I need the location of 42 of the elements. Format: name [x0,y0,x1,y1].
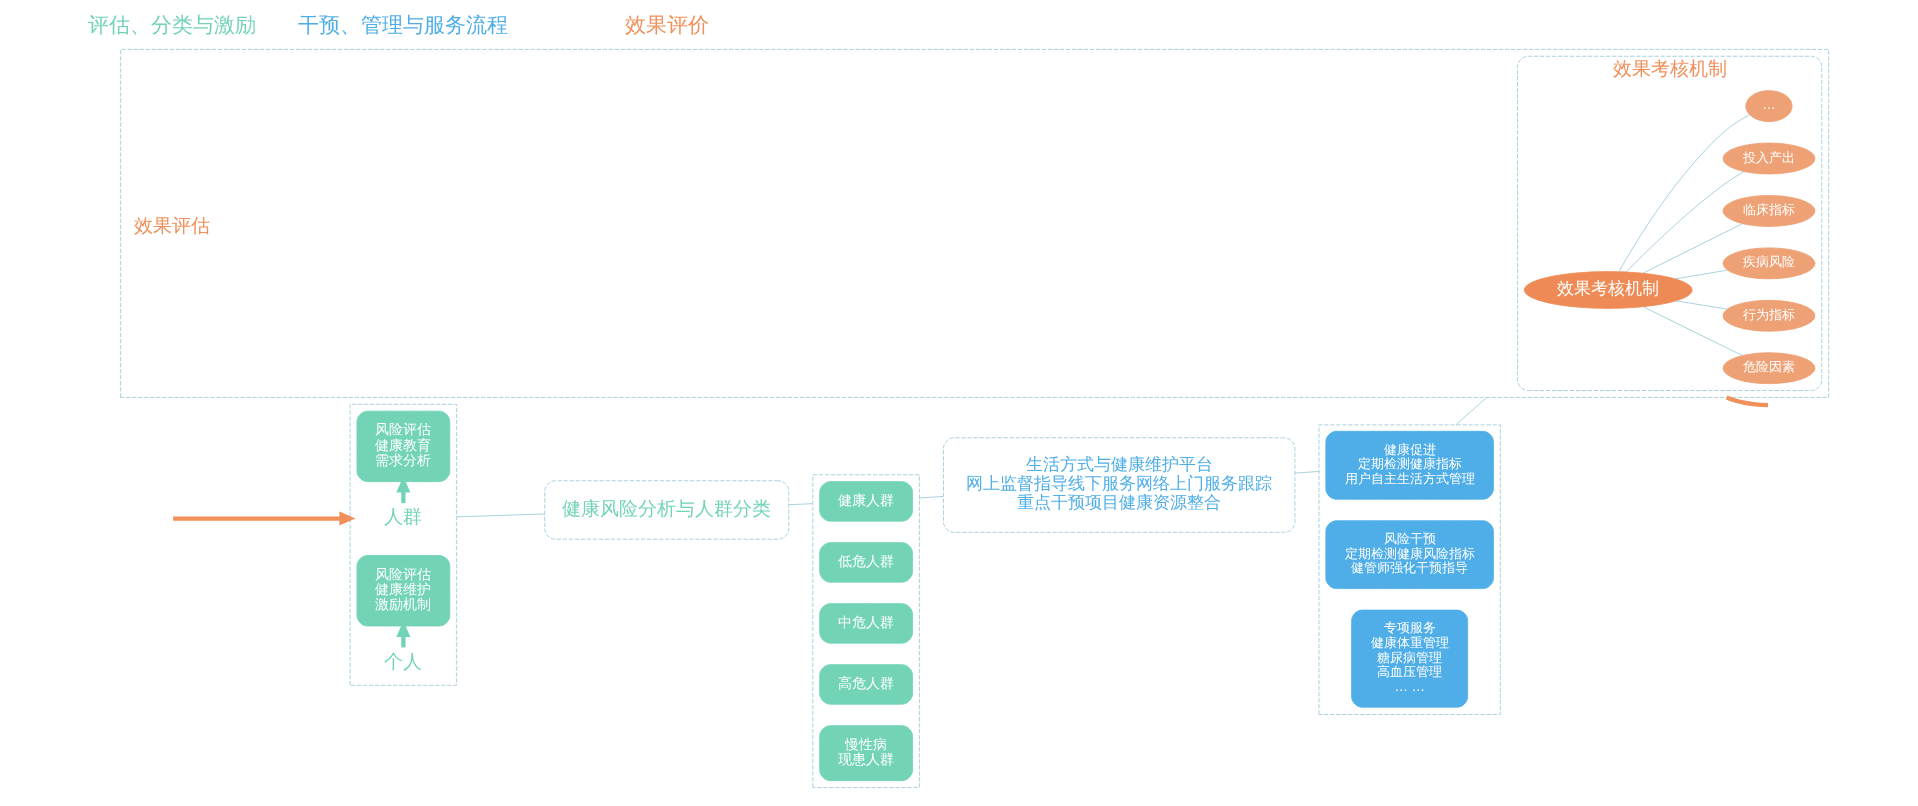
connector [1625,171,1745,273]
node-ellipse: 行为指标 [1722,299,1816,332]
node-text: 个人 [384,649,423,672]
node-box: 风险评估 健康维护 激励机制 [356,555,451,627]
node-ellipse: … [1745,90,1793,122]
node-box: 高危人群 [819,664,913,705]
label: 评估、分类与激励 [88,13,257,38]
node-box: 生活方式与健康维护平台 网上监督指导线下服务网络上门服务跟踪 重点干预项目健康资源整合 [943,437,1296,533]
node-text: 效果评估 [134,214,211,237]
node-ellipse: 效果考核机制 [1523,271,1693,309]
node-ellipse: 危险因素 [1722,352,1816,385]
connector [1294,471,1320,474]
connector [1642,223,1743,274]
connector [918,496,944,499]
connector [1618,114,1751,273]
connector [1642,306,1743,356]
label: 效果评价 [624,13,709,38]
cluster [1318,424,1501,715]
connector [1674,269,1728,280]
arrow [173,511,356,526]
connector [1675,300,1728,310]
node-ellipse: 临床指标 [1722,195,1816,227]
node-text: 人群 [384,505,423,528]
cluster [812,474,920,788]
node-box: 健康促进 定期检测健康指标 用户自主生活方式管理 [1325,430,1494,500]
node-box: 专项服务 健康体重管理 糖尿病管理 高血压管理 … … [1351,609,1469,708]
connector [1725,395,1769,408]
node-box: 风险评估 健康教育 需求分析 [356,410,451,483]
node-box: 健康人群 [819,481,913,522]
connector [456,513,546,518]
label: 干预、管理与服务流程 [298,13,509,38]
cluster [349,403,458,686]
connector [1455,397,1488,426]
node-ellipse: 投入产出 [1722,142,1816,175]
node-ellipse: 疾病风险 [1722,247,1816,280]
node-box: 风险干预 定期检测健康风险指标 健管师强化干预指导 [1325,520,1494,590]
cluster [120,48,1830,398]
node-box: 中危人群 [819,603,913,644]
node-box: 慢性病 现患人群 [819,725,913,782]
node-box: 低危人群 [819,542,913,583]
node-box: 健康风险分析与人群分类 [544,480,790,540]
connector [788,503,814,506]
